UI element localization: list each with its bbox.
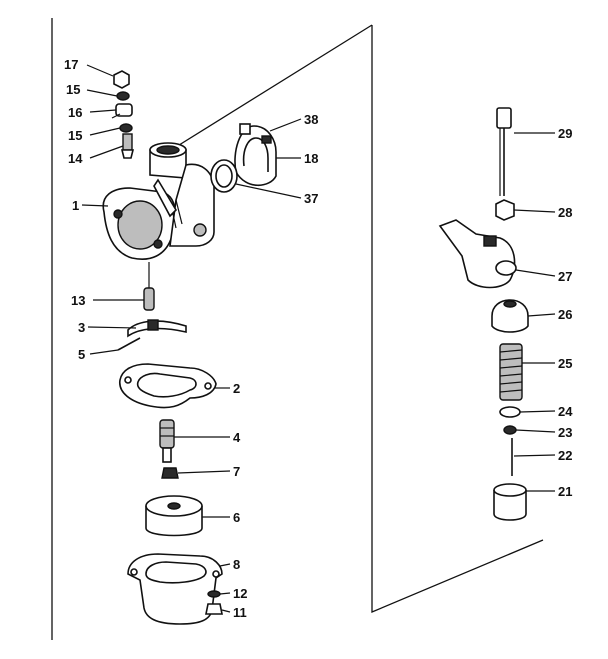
callout-3: 3 [78, 320, 85, 335]
part-16-fitting [111, 103, 133, 119]
callout-labels: 17 15 16 15 14 1 38 18 37 13 3 5 2 4 7 6… [64, 57, 573, 620]
leader-lines [81, 64, 556, 613]
part-17-cap-nut [113, 70, 130, 89]
callout-15-upper: 15 [66, 82, 80, 97]
part-6-float [145, 495, 203, 537]
part-11-bowl-nut [205, 603, 223, 615]
callout-38: 38 [304, 112, 318, 127]
callout-12: 12 [233, 586, 247, 601]
callout-2: 2 [233, 381, 240, 396]
part-21-throttle-slide [493, 483, 527, 521]
callout-13: 13 [71, 293, 85, 308]
callout-37: 37 [304, 191, 318, 206]
part-13-needle [143, 262, 155, 311]
part-5-pin [117, 337, 141, 351]
callout-29: 29 [558, 126, 572, 141]
callout-24: 24 [558, 404, 573, 419]
callout-4: 4 [233, 430, 241, 445]
part-15-washer-lower [119, 123, 133, 133]
callout-8: 8 [233, 557, 240, 572]
part-29-screw [496, 107, 512, 196]
callout-7: 7 [233, 464, 240, 479]
part-4-main-jet [159, 419, 175, 463]
callout-1: 1 [72, 198, 79, 213]
callout-16: 16 [68, 105, 82, 120]
callout-18: 18 [304, 151, 318, 166]
part-24-washer [499, 406, 521, 418]
part-7-nut [161, 467, 179, 479]
callout-14: 14 [68, 151, 83, 166]
part-27-throttle-lever [438, 219, 517, 289]
callout-22: 22 [558, 448, 572, 463]
part-28-nut [495, 199, 515, 221]
part-14-bolt [120, 133, 135, 159]
diagram-frame [51, 18, 544, 640]
callout-15-lower: 15 [68, 128, 82, 143]
part-3-float-lever [127, 319, 187, 338]
callout-21: 21 [558, 484, 572, 499]
callout-5: 5 [78, 347, 85, 362]
callout-28: 28 [558, 205, 572, 220]
part-1-carburetor-body [102, 142, 215, 260]
callout-27: 27 [558, 269, 572, 284]
part-12-washer [207, 590, 221, 598]
part-18-38-clamp [234, 123, 277, 187]
part-2-gasket [119, 363, 217, 409]
callout-25: 25 [558, 356, 572, 371]
part-37-o-ring [210, 159, 238, 193]
callout-23: 23 [558, 425, 572, 440]
part-25-spring [499, 343, 523, 401]
part-15-washer-top [116, 91, 130, 101]
part-23-clip [503, 425, 517, 435]
callout-26: 26 [558, 307, 572, 322]
callout-11: 11 [233, 605, 247, 620]
part-26-cap [491, 299, 529, 333]
callout-6: 6 [233, 510, 240, 525]
callout-17: 17 [64, 57, 78, 72]
